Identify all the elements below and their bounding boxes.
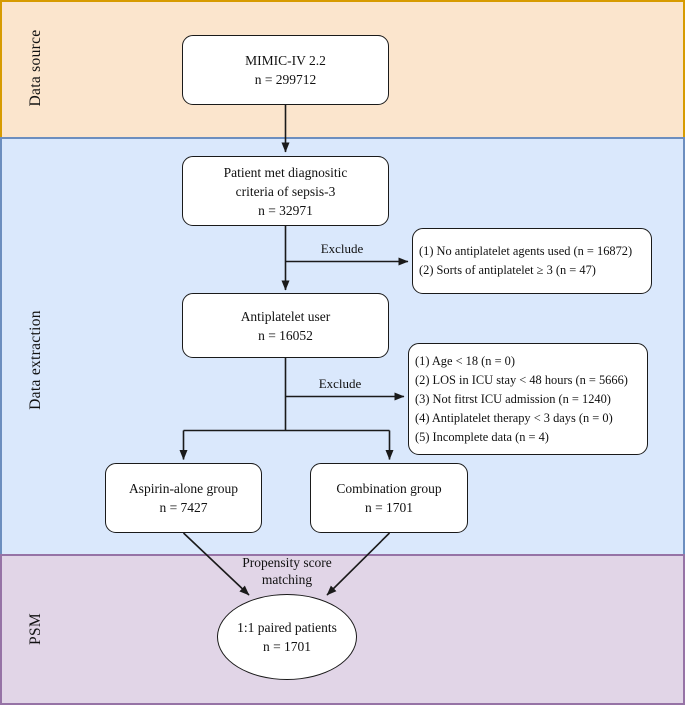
node-sepsis-count: n = 32971 [258,202,313,218]
exclude-2-item: (5) Incomplete data (n = 4) [415,429,549,444]
node-antiplatelet: Antiplatelet user n = 16052 [182,293,389,358]
exclude-2-item: (3) Not fitrst ICU admission (n = 1240) [415,391,611,406]
node-mimic-line: MIMIC-IV 2.2 [245,53,326,68]
node-aspirin-line: Aspirin-alone group [128,481,239,496]
propensity-caption-line: matching [261,572,313,587]
node-antiplatelet-line: Antiplatelet user [240,308,331,324]
lane-label-data-source: Data source [27,29,44,107]
propensity-matching-caption: Propensity score matching [212,554,362,588]
node-combination-count: n = 1701 [364,500,414,515]
node-aspirin-group: Aspirin-alone group n = 7427 [105,463,262,533]
lane-label-psm: PSM [27,613,44,645]
node-sepsis-line: criteria of sepsis-3 [235,183,336,199]
node-combination-line: Combination group [336,481,442,496]
node-sepsis: Patient met diagnositic criteria of seps… [182,156,389,226]
exclude-1-item: (1) No antiplatelet agents used (n = 168… [419,244,633,258]
edge-label-exclude-1: Exclude [320,241,364,256]
node-antiplatelet-count: n = 16052 [258,327,313,343]
node-aspirin-count: n = 7427 [159,500,208,515]
lane-label-data-extraction: Data extraction [27,310,44,410]
propensity-caption-line: Propensity score [242,555,332,570]
node-paired-patients: 1:1 paired patients n = 1701 [217,594,357,680]
node-mimic: MIMIC-IV 2.2 n = 299712 [182,35,389,105]
node-exclude-1: (1) No antiplatelet agents used (n = 168… [412,228,652,294]
exclude-2-item: (1) Age < 18 (n = 0) [415,353,516,368]
exclude-2-item: (2) LOS in ICU stay < 48 hours (n = 5666… [415,372,628,387]
edge-label-exclude-2: Exclude [318,376,362,391]
exclude-1-item: (2) Sorts of antiplatelet ≥ 3 (n = 47) [419,263,596,277]
node-sepsis-line: Patient met diagnositic [223,164,348,180]
node-paired-line: 1:1 paired patients [237,620,337,635]
node-paired-count: n = 1701 [262,639,312,654]
node-combination-group: Combination group n = 1701 [310,463,468,533]
node-exclude-2: (1) Age < 18 (n = 0) (2) LOS in ICU stay… [408,343,648,455]
node-mimic-count: n = 299712 [254,72,317,87]
exclude-2-item: (4) Antiplatelet therapy < 3 days (n = 0… [415,410,613,425]
